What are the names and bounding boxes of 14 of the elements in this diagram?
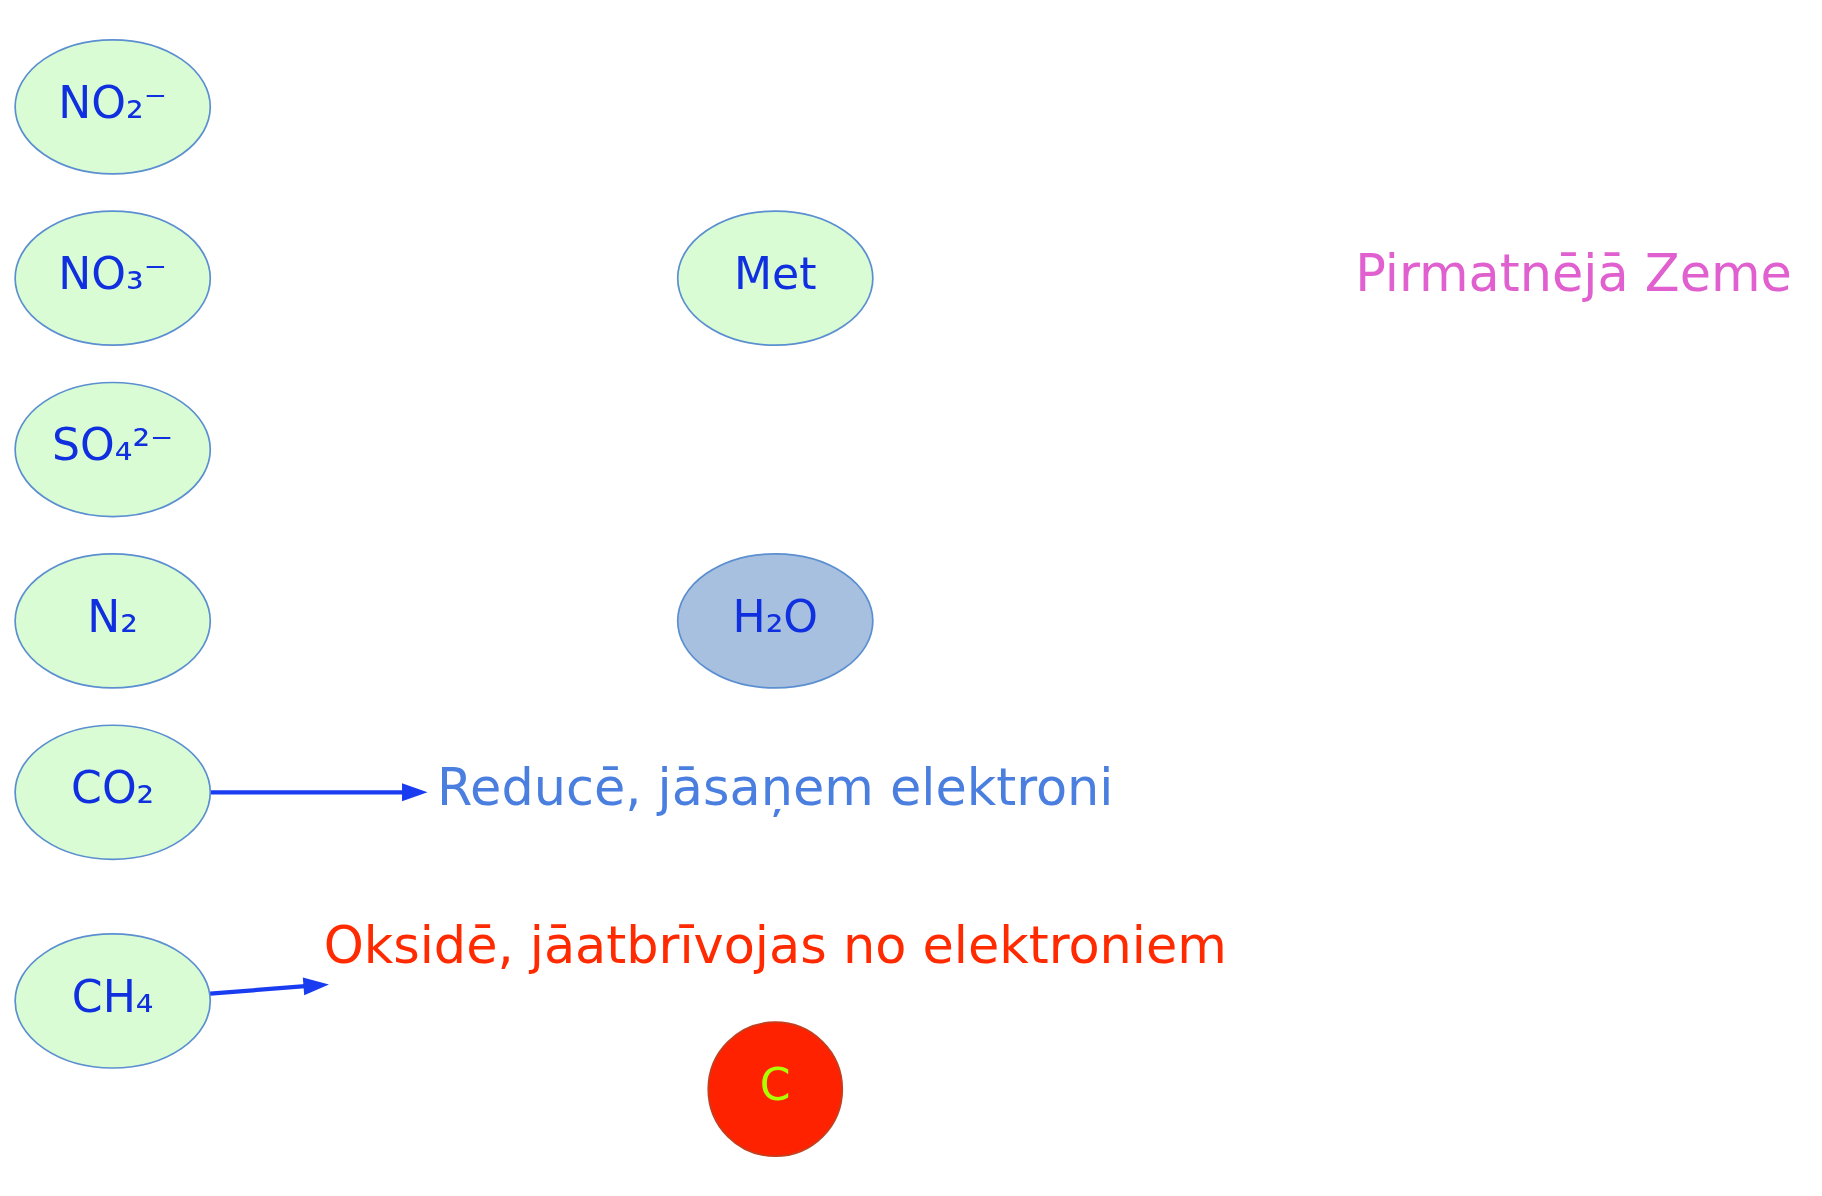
node-ellipse: CO₂	[14, 724, 212, 861]
arrow	[210, 783, 428, 802]
node-ellipse: NO₃⁻	[14, 210, 212, 347]
node-ellipse: SO₄²⁻	[14, 381, 212, 518]
node-ellipse: Met	[676, 210, 874, 347]
node-circle: C	[707, 1021, 844, 1158]
label: Pirmatnējā Zeme	[1355, 243, 1792, 303]
node-ellipse: H₂O	[676, 553, 874, 689]
node-ellipse: NO₂⁻	[14, 38, 212, 175]
node-ellipse: N₂	[14, 553, 212, 689]
node-text: Reducē, jāsaņem elektroni	[437, 758, 1114, 817]
arrow	[210, 977, 329, 996]
node-text: Oksidē, jāatbrīvojas no elektroniem	[323, 915, 1227, 975]
node-ellipse: CH₄	[14, 933, 212, 1069]
